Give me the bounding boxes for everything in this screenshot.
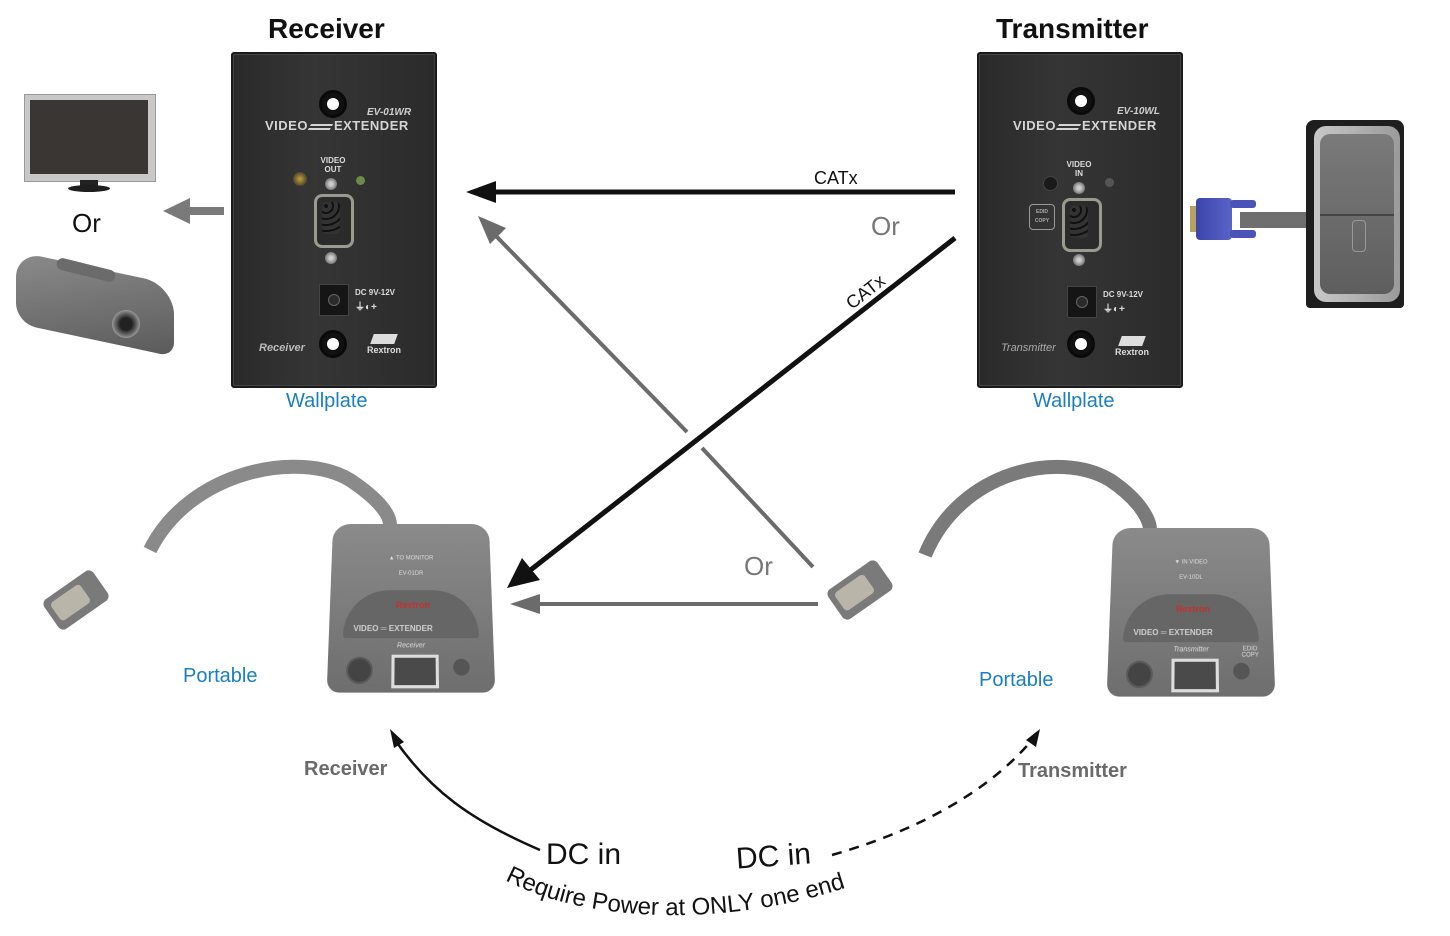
brand-slash-icon	[307, 122, 335, 130]
display-output-arrowhead	[163, 198, 190, 224]
power-transmitter-arrowhead	[1026, 729, 1040, 747]
vga-plug-icon	[1190, 196, 1256, 242]
button-indicator-icon	[1043, 176, 1058, 191]
rextron-text: Rextron	[1115, 347, 1150, 357]
rextron-logo: Rextron	[367, 334, 401, 355]
portable-brand-label: VIDEO ═ EXTENDER	[353, 623, 433, 634]
receiver-wallplate-model: EV-01WR	[367, 107, 412, 118]
brand-right-text: EXTENDER	[1081, 118, 1157, 133]
dc-rating-label: DC 9V-12V	[355, 288, 396, 297]
gray-diagonal-line-lower	[700, 446, 815, 569]
power-receiver-curve	[393, 739, 541, 852]
gray-bottom-arrowhead	[510, 594, 540, 614]
portable-direction-label: ▼ IN VIDEO	[1174, 559, 1208, 566]
receiver-wallplate-role: Receiver	[259, 342, 305, 354]
receiver-portable: ▲ TO MONITOR EV-01DR Rextron VIDEO ═ EXT…	[326, 524, 496, 693]
power-transmitter-curve	[831, 739, 1033, 857]
brand-left-text: VIDEO	[1013, 118, 1056, 133]
catx-top-arrowhead	[466, 181, 496, 203]
portable-direction-label: ▲ TO MONITOR	[388, 555, 434, 562]
power-transmitter-label: Transmitter	[1018, 760, 1127, 782]
mount-hole-icon	[1067, 87, 1095, 115]
vga-port-icon	[314, 194, 354, 248]
edid-copy-label: EDID COPY	[1029, 204, 1055, 230]
portable-model-label: EV-10DL	[1179, 574, 1203, 581]
receiver-wallplate-brand: VIDEO EXTENDER	[265, 118, 409, 133]
mount-hole-icon	[1067, 330, 1095, 358]
brand-right-text: EXTENDER	[333, 118, 409, 133]
rextron-logo-icon	[1118, 336, 1146, 346]
transmitter-portable: ▼ IN VIDEO EV-10DL Rextron VIDEO ═ EXTEN…	[1106, 528, 1276, 697]
power-led-icon	[1105, 178, 1114, 187]
dc-jack-icon	[345, 656, 374, 685]
video-out-label: VIDEO OUT	[320, 156, 346, 174]
button-icon	[453, 658, 470, 676]
catx-top-label: CATx	[814, 168, 858, 188]
edid-copy-label: EDID COPY	[1241, 646, 1260, 659]
vga-port-icon	[1062, 198, 1102, 252]
display-or-label: Or	[72, 208, 101, 238]
screw-icon	[1073, 182, 1085, 194]
dc-jack-icon	[319, 284, 349, 316]
rextron-logo: Rextron	[1115, 336, 1149, 357]
transmitter-wallplate-role: Transmitter	[1001, 342, 1056, 354]
monitor-icon	[24, 94, 156, 194]
power-receiver-arrowhead	[390, 729, 404, 748]
transmitter-wallplate: EV-10WL VIDEO EXTENDER VIDEO IN EDID COPY…	[977, 52, 1183, 388]
rj45-port-icon	[1171, 658, 1220, 693]
transmitter-heading: Transmitter	[996, 13, 1149, 44]
transmitter-wallplate-model: EV-10WL	[1117, 106, 1160, 117]
transmitter-wallplate-brand: VIDEO EXTENDER	[1013, 118, 1157, 133]
dc-in-right-label: DC in	[734, 837, 813, 876]
dc-jack-icon	[1067, 286, 1097, 318]
portable-role-label: Receiver	[396, 642, 426, 650]
vga-cable	[1240, 212, 1306, 228]
pc-tower-icon	[1306, 120, 1404, 308]
polarity-symbol-icon: ⏚◐+	[355, 302, 377, 313]
mount-hole-icon	[319, 330, 347, 358]
or-bottom-label: Or	[744, 551, 773, 581]
portable-model-label: EV-01DR	[398, 570, 424, 577]
power-receiver-label: Receiver	[304, 758, 388, 780]
receiver-wallplate-caption: Wallplate	[286, 390, 368, 412]
transmitter-wallplate-caption: Wallplate	[1033, 390, 1115, 412]
video-in-label: VIDEO IN	[1066, 160, 1092, 178]
power-led-icon	[356, 176, 365, 185]
gray-diagonal-line-upper	[494, 234, 689, 434]
rextron-logo-icon	[370, 334, 398, 344]
or-top-label: Or	[871, 211, 900, 241]
button-indicator-icon	[293, 172, 307, 186]
screw-icon	[325, 178, 337, 190]
polarity-symbol-icon: ⏚◐+	[1103, 304, 1125, 315]
rextron-logo-icon: Rextron	[395, 600, 431, 610]
brand-left-text: VIDEO	[265, 118, 308, 133]
rextron-logo-icon: Rextron	[1175, 604, 1211, 614]
receiver-portable-caption: Portable	[183, 665, 258, 687]
rj45-port-icon	[391, 654, 440, 689]
catx-diagonal-arrowhead	[507, 558, 540, 588]
dc-in-left-label: DC in	[546, 838, 622, 871]
portable-role-label: Transmitter	[1173, 646, 1209, 654]
screw-icon	[325, 252, 337, 264]
receiver-wallplate: EV-01WR VIDEO EXTENDER VIDEO OUT DC 9V-12…	[231, 52, 437, 388]
dc-rating-label: DC 9V-12V	[1103, 290, 1144, 299]
screw-icon	[1073, 254, 1085, 266]
gray-diagonal-arrowhead	[478, 216, 506, 244]
dc-jack-icon	[1125, 660, 1154, 689]
brand-slash-icon	[1055, 122, 1083, 130]
transmitter-portable-caption: Portable	[979, 669, 1054, 691]
projector-icon	[12, 251, 178, 358]
button-icon	[1233, 662, 1250, 680]
portable-brand-label: VIDEO ═ EXTENDER	[1133, 627, 1213, 638]
receiver-heading: Receiver	[268, 13, 385, 44]
rextron-text: Rextron	[367, 345, 402, 355]
catx-diagonal-line	[526, 236, 957, 574]
mount-hole-icon	[319, 90, 347, 118]
